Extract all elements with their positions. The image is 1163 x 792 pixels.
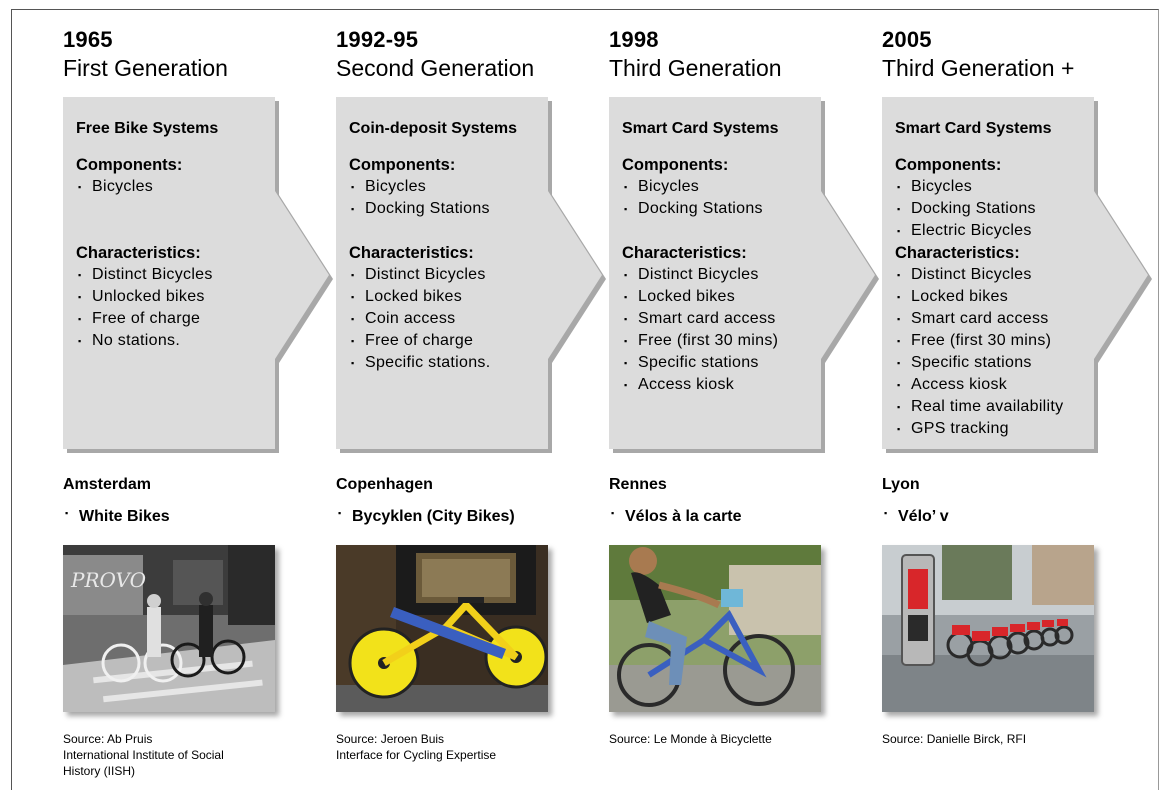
scheme-name: Vélos à la carte — [609, 508, 742, 526]
list-item: Coin access — [349, 308, 549, 330]
list-item: Specific stations. — [349, 352, 549, 374]
list-item: Distinct Bicycles — [622, 264, 822, 286]
components-list: Bicycles Docking Stations Electric Bicyc… — [895, 176, 1095, 242]
slide-frame — [11, 9, 1159, 790]
photo-woman-cycling — [609, 545, 821, 712]
scheme-name: White Bikes — [63, 508, 170, 526]
year-label: 1965 — [63, 27, 113, 52]
list-item: Access kiosk — [895, 374, 1095, 396]
list-item: Locked bikes — [622, 286, 822, 308]
list-item: Unlocked bikes — [76, 286, 276, 308]
source-line: Source: Le Monde à Bicyclette — [609, 732, 772, 746]
photo-docked-bikes — [882, 545, 1094, 712]
generation-label: Third Generation + — [882, 55, 1075, 81]
generation-column-2: 1992-95 Second Generation Coin-deposit S… — [336, 0, 606, 792]
photo-city-bikes — [336, 545, 548, 712]
source-line: Source: Danielle Birck, RFI — [882, 732, 1027, 746]
generation-column-1: 1965 First Generation Free Bike Systems … — [63, 0, 333, 792]
components-list: Bicycles — [76, 176, 276, 198]
generation-label: First Generation — [63, 55, 228, 81]
system-title: Smart Card Systems — [622, 120, 779, 137]
scheme-name: Vélo’ v — [882, 508, 949, 526]
components-heading: Components: — [76, 156, 183, 174]
list-item: Access kiosk — [622, 374, 822, 396]
list-item: Distinct Bicycles — [76, 264, 276, 286]
list-item: Free of charge — [349, 330, 549, 352]
list-item: Smart card access — [622, 308, 822, 330]
scheme-name: Bycyklen (City Bikes) — [336, 508, 515, 526]
generation-details: Smart Card Systems Components: Bicycles … — [895, 118, 1095, 440]
source-line: Interface for Cycling Expertise — [336, 748, 497, 762]
source-line: Source: Jeroen Buis — [336, 732, 445, 746]
list-item: Specific stations — [895, 352, 1095, 374]
list-item: Docking Stations — [349, 198, 549, 220]
generation-details: Coin-deposit Systems Components: Bicycle… — [349, 118, 549, 374]
photo-source: Source: Danielle Birck, RFI — [882, 731, 1102, 747]
list-item: Distinct Bicycles — [895, 264, 1095, 286]
city-name: Copenhagen — [336, 476, 433, 493]
components-heading: Components: — [895, 156, 1002, 174]
components-list: Bicycles Docking Stations — [622, 176, 822, 220]
system-title: Coin-deposit Systems — [349, 120, 518, 137]
list-item: Smart card access — [895, 308, 1095, 330]
list-item: Locked bikes — [895, 286, 1095, 308]
source-line: International Institute of Social — [63, 748, 224, 762]
city-name: Lyon — [882, 476, 920, 493]
characteristics-heading: Characteristics: — [76, 244, 201, 262]
components-list: Bicycles Docking Stations — [349, 176, 549, 220]
city-name: Amsterdam — [63, 476, 152, 493]
photo-source: Source: Le Monde à Bicyclette — [609, 731, 829, 747]
list-item: Bicycles — [76, 176, 276, 198]
city-name: Rennes — [609, 476, 667, 493]
characteristics-list: Distinct Bicycles Locked bikes Coin acce… — [349, 264, 549, 374]
characteristics-heading: Characteristics: — [349, 244, 474, 262]
list-item: Locked bikes — [349, 286, 549, 308]
list-item: Docking Stations — [895, 198, 1095, 220]
generation-details: Smart Card Systems Components: Bicycles … — [622, 118, 822, 396]
list-item: Bicycles — [622, 176, 822, 198]
year-label: 2005 — [882, 27, 932, 52]
generation-label: Third Generation — [609, 55, 782, 81]
list-item: Specific stations — [622, 352, 822, 374]
system-title: Free Bike Systems — [76, 120, 219, 137]
characteristics-list: Distinct Bicycles Locked bikes Smart car… — [622, 264, 822, 396]
source-line: Source: Ab Pruis — [63, 732, 153, 746]
generation-label: Second Generation — [336, 55, 535, 81]
list-item: Real time availability — [895, 396, 1095, 418]
list-item: GPS tracking — [895, 418, 1095, 440]
source-line: History (IISH) — [63, 764, 135, 778]
characteristics-list: Distinct Bicycles Locked bikes Smart car… — [895, 264, 1095, 440]
photo-white-bikes: PROVO — [63, 545, 275, 712]
system-title: Smart Card Systems — [895, 120, 1052, 137]
year-label: 1992-95 — [336, 27, 419, 52]
list-item: Electric Bicycles — [895, 220, 1095, 242]
list-item: Bicycles — [895, 176, 1095, 198]
list-item: Free (first 30 mins) — [622, 330, 822, 352]
list-item: Docking Stations — [622, 198, 822, 220]
characteristics-heading: Characteristics: — [895, 244, 1020, 262]
photo-source: Source: Ab Pruis International Institute… — [63, 731, 283, 779]
generation-column-3: 1998 Third Generation Smart Card Systems… — [609, 0, 879, 792]
list-item: Bicycles — [349, 176, 549, 198]
generation-details: Free Bike Systems Components: Bicycles C… — [76, 118, 276, 352]
year-label: 1998 — [609, 27, 659, 52]
components-heading: Components: — [349, 156, 456, 174]
characteristics-heading: Characteristics: — [622, 244, 747, 262]
list-item: Free of charge — [76, 308, 276, 330]
photo-source: Source: Jeroen Buis Interface for Cyclin… — [336, 731, 556, 763]
characteristics-list: Distinct Bicycles Unlocked bikes Free of… — [76, 264, 276, 352]
list-item: Distinct Bicycles — [349, 264, 549, 286]
components-heading: Components: — [622, 156, 729, 174]
list-item: Free (first 30 mins) — [895, 330, 1095, 352]
svg-text:PROVO: PROVO — [70, 568, 146, 592]
generation-column-4: 2005 Third Generation + Smart Card Syste… — [882, 0, 1152, 792]
list-item: No stations. — [76, 330, 276, 352]
